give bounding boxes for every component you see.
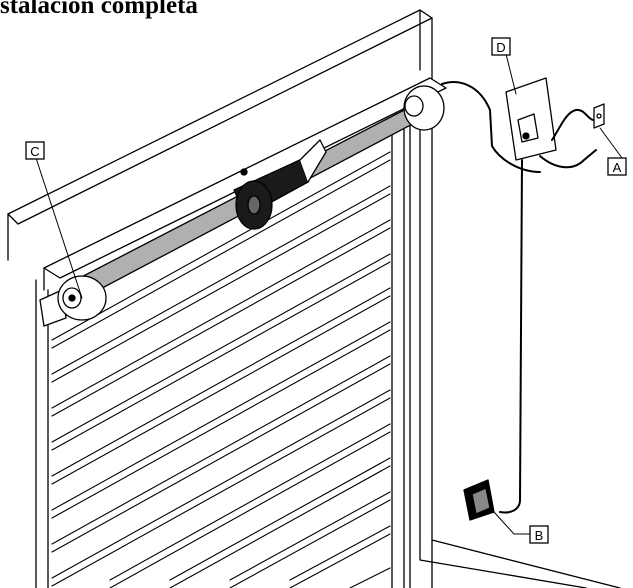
control-box <box>505 77 557 161</box>
motor-cable <box>441 81 541 173</box>
label-c: C <box>25 141 45 160</box>
leader-lines <box>35 53 623 535</box>
label-a: A <box>607 157 627 176</box>
label-b-text: B <box>535 528 544 543</box>
motor <box>233 139 327 230</box>
labels: A B C D <box>25 37 627 544</box>
page-title: stalación completa <box>0 0 198 19</box>
label-d: D <box>491 37 511 56</box>
label-b: B <box>529 525 549 544</box>
label-a-text: A <box>613 160 622 175</box>
wall-outlet <box>593 103 605 129</box>
window-frame <box>7 9 621 588</box>
switch-cable <box>499 159 523 514</box>
shutter-slats <box>51 151 391 588</box>
wall-switch <box>463 479 495 521</box>
left-bracket <box>39 275 107 327</box>
roller-housing <box>35 77 447 588</box>
label-c-text: C <box>30 144 39 159</box>
plug-cable <box>539 108 599 169</box>
label-d-text: D <box>496 40 505 55</box>
right-endcap <box>403 85 445 131</box>
